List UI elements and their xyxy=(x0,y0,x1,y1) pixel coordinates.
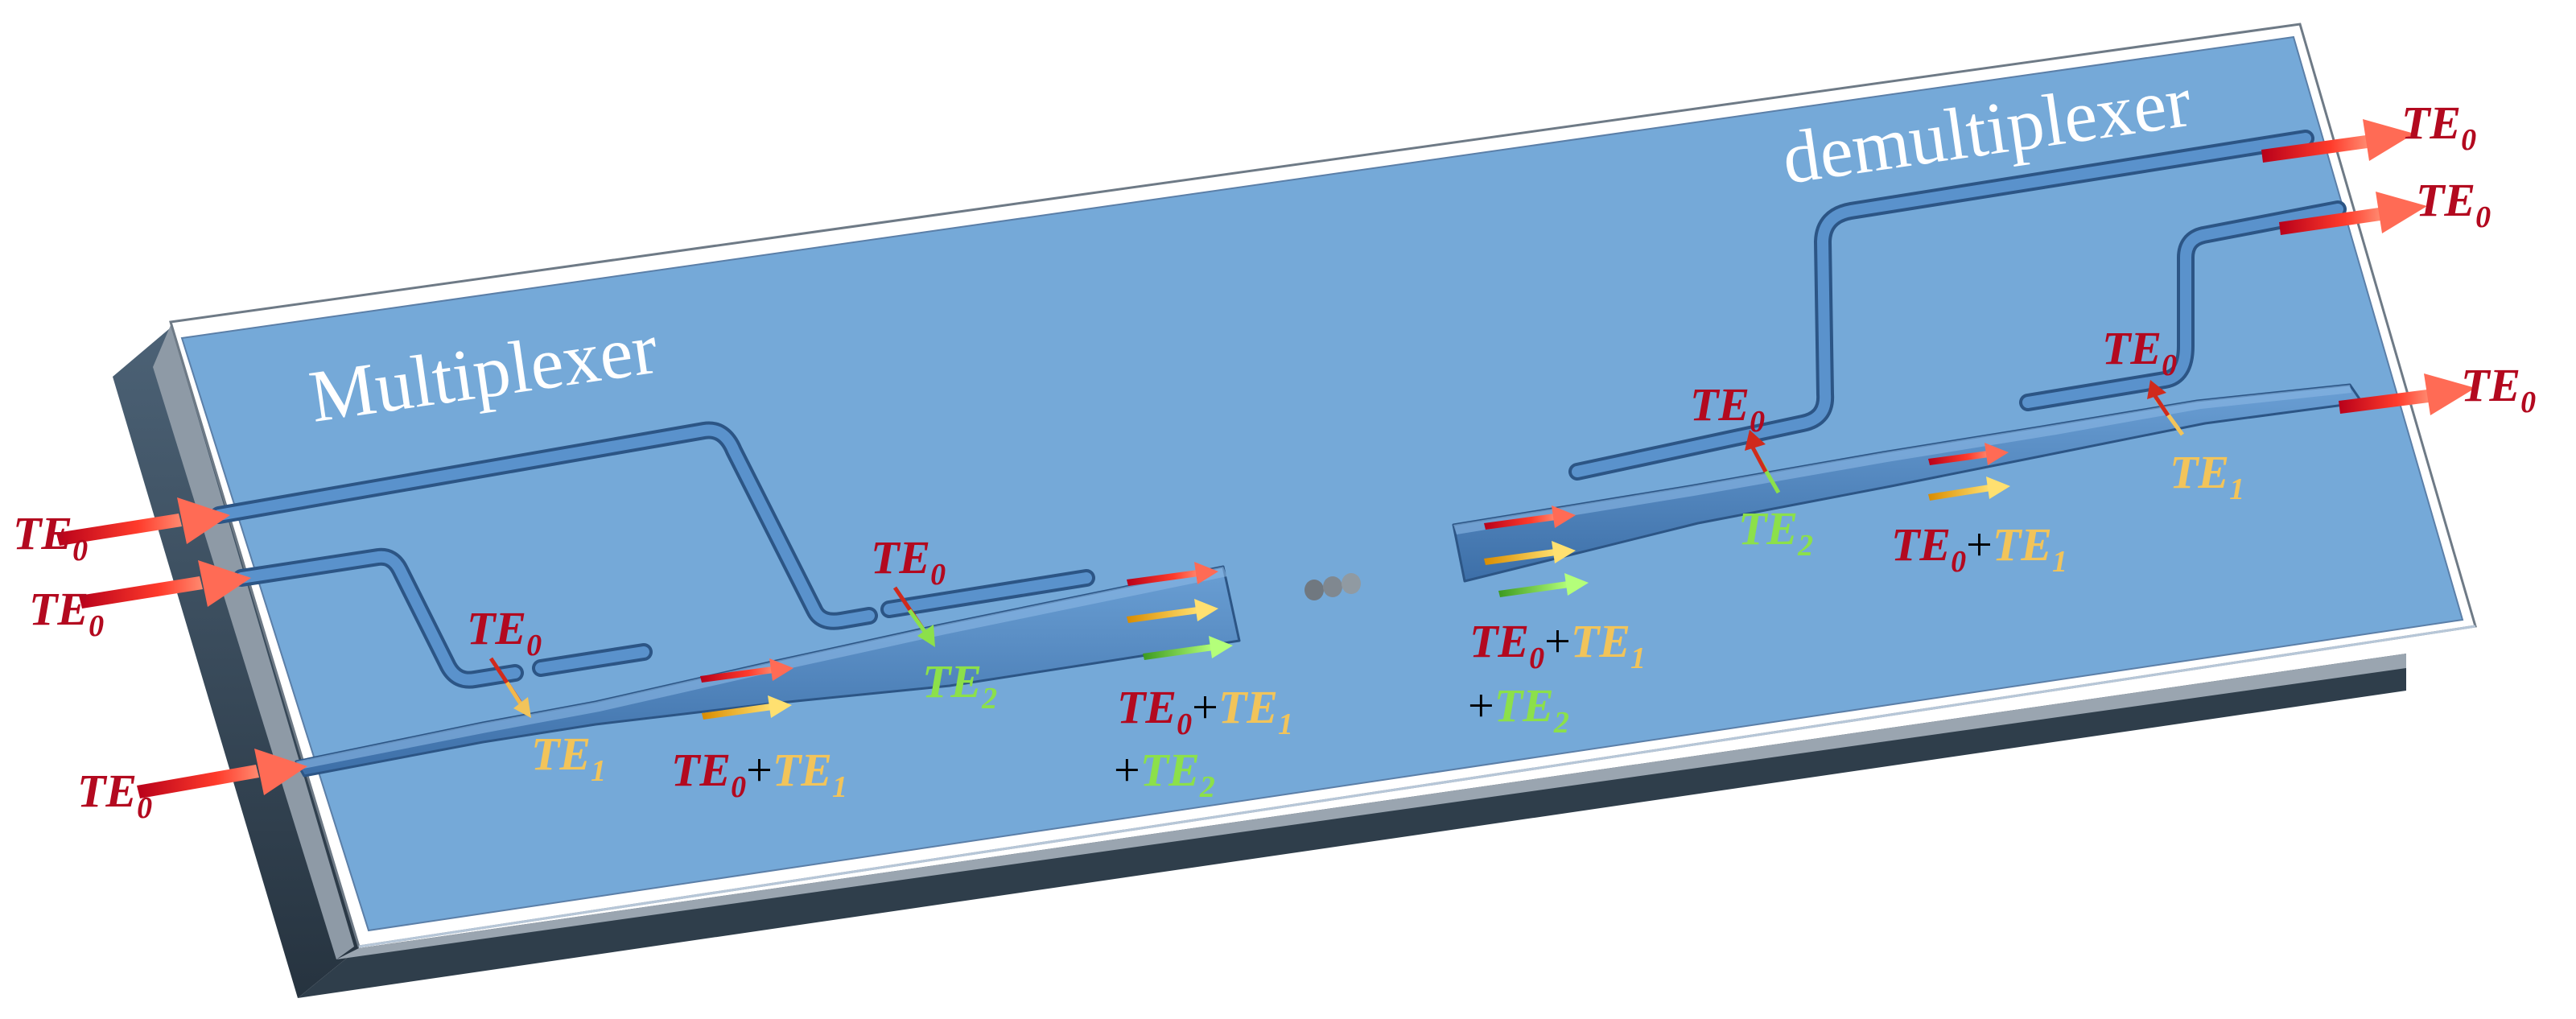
output-arrow-top xyxy=(2261,119,2414,163)
label-output-top: TE0 xyxy=(2401,97,2476,157)
chip-substrate xyxy=(113,23,2477,998)
label-input-top: TE0 xyxy=(13,507,88,567)
label-mux-output-line1: TE0+TE1 xyxy=(1117,681,1293,741)
top-input-waveguide xyxy=(213,424,875,627)
coupler-stub-1 xyxy=(535,646,649,674)
label-mux-te0-b: TE0 xyxy=(871,531,946,592)
output-arrow-middle xyxy=(2279,192,2427,235)
label-mux-te1-a: TE1 xyxy=(531,728,606,788)
demux-mid-te1-arrow xyxy=(1928,476,2010,501)
middle-input-waveguide xyxy=(236,551,521,686)
mux-te1-arrow xyxy=(702,695,792,720)
mux-out-te0-arrow xyxy=(1127,562,1218,586)
label-mux-combined-1: TE0+TE1 xyxy=(671,744,847,804)
demultiplexer-waveguides xyxy=(1452,130,2364,583)
input-arrow-top xyxy=(56,497,230,546)
label-input-middle: TE0 xyxy=(29,583,104,643)
demux-in-te2-arrow xyxy=(1498,573,1589,597)
label-input-bottom: TE0 xyxy=(77,765,152,825)
label-demux-te2-a: TE2 xyxy=(1738,502,1813,563)
label-demux-combined: TE0+TE1 xyxy=(1891,518,2067,579)
mux-out-te1-arrow xyxy=(1127,599,1218,623)
conv-arrow-te0-to-te2-mux xyxy=(892,586,935,647)
bus-ellipsis-dots xyxy=(1304,573,1361,600)
frame-inner-edge xyxy=(358,625,2476,948)
label-mux-te2-b: TE2 xyxy=(922,655,997,716)
output-arrow-bottom xyxy=(2339,373,2475,415)
input-arrow-bottom xyxy=(137,749,307,798)
demux-top-output-waveguide xyxy=(1572,133,2311,477)
label-demux-input-line1: TE0+TE1 xyxy=(1469,615,1646,675)
substrate-front-layer xyxy=(336,654,2406,959)
label-demux-input-line2: +TE2 xyxy=(1468,679,1569,740)
coupler-stub-2 xyxy=(884,572,1092,615)
mode-labels: TE0 TE0 TE0 TE0 TE1 TE0 TE2 TE0+TE1 TE0+… xyxy=(13,97,2536,825)
label-demux-te0-b: TE0 xyxy=(2102,322,2177,382)
substrate-layer-edge xyxy=(153,325,354,959)
label-output-middle: TE0 xyxy=(2416,174,2491,234)
demux-bus-top-face xyxy=(1453,385,2351,534)
conv-arrow-te2-to-te0-demux xyxy=(1745,430,1781,494)
mode-arrows xyxy=(56,119,2475,798)
mux-out-te2-arrow xyxy=(1143,636,1233,660)
demux-in-te1-arrow xyxy=(1484,541,1576,565)
demux-in-te0-arrow xyxy=(1484,505,1576,530)
demux-mid-te0-arrow xyxy=(1928,443,2009,465)
label-demux-te0-a: TE0 xyxy=(1690,378,1765,439)
conv-arrow-te1-to-te0-demux xyxy=(2147,380,2185,436)
label-mux-output-line2: +TE2 xyxy=(1114,744,1215,804)
demux-middle-output-waveguide xyxy=(2022,204,2343,408)
input-arrow-middle xyxy=(79,560,251,609)
label-mux-te0-a: TE0 xyxy=(467,602,542,662)
mux-te0-arrow xyxy=(700,658,793,683)
label-demux-te1-b: TE1 xyxy=(2170,446,2244,506)
label-output-bottom: TE0 xyxy=(2461,359,2536,419)
conv-arrow-te0-to-te1-mux xyxy=(488,657,531,718)
